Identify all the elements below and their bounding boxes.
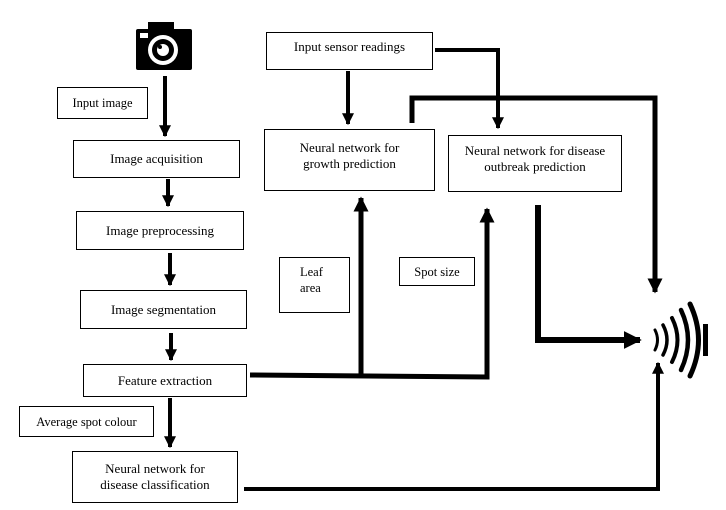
nn-disease-classification-box: Neural network for disease classificatio…: [72, 451, 238, 503]
feature-extraction-text: Feature extraction: [117, 372, 213, 388]
image-segmentation-box: Image segmentation: [80, 290, 247, 329]
leaf-area-label: Leaf area: [279, 257, 350, 313]
average-spot-colour-label: Average spot colour: [19, 406, 154, 437]
arrow-sensor-to-outbreak: [435, 48, 504, 130]
input-sensor-readings-box: Input sensor readings: [266, 32, 433, 70]
nn-growth-prediction-box: Neural network for growth prediction: [264, 129, 435, 191]
average-spot-colour-text: Average spot colour: [36, 414, 137, 429]
arrow-classification-to-transmitter: [244, 361, 664, 491]
wireless-signal-icon: [653, 301, 708, 379]
input-sensor-readings-text: Input sensor readings: [293, 39, 406, 54]
camera-icon: [136, 22, 192, 70]
image-segmentation-text: Image segmentation: [110, 301, 217, 317]
spot-size-label: Spot size: [399, 257, 475, 286]
leaf-area-text: Leaf area: [300, 265, 323, 295]
image-acquisition-text: Image acquisition: [110, 151, 203, 166]
arrow-growth-to-transmitter: [409, 95, 663, 294]
image-acquisition-box: Image acquisition: [73, 140, 240, 178]
nn-disease-outbreak-text: Neural network for disease outbreak pred…: [464, 143, 606, 174]
connector-feature-extraction-bus: [249, 207, 495, 380]
image-preprocessing-text: Image preprocessing: [106, 222, 214, 238]
nn-growth-prediction-text: Neural network for growth prediction: [299, 140, 400, 171]
image-preprocessing-box: Image preprocessing: [76, 211, 244, 250]
nn-disease-classification-text: Neural network for disease classificatio…: [100, 461, 210, 492]
arrow-outbreak-to-transmitter: [535, 205, 642, 349]
nn-disease-outbreak-box: Neural network for disease outbreak pred…: [448, 135, 622, 192]
input-image-label: Input image: [57, 87, 148, 119]
feature-extraction-box: Feature extraction: [83, 364, 247, 397]
spot-size-text: Spot size: [414, 264, 460, 279]
input-image-text: Input image: [72, 96, 133, 110]
